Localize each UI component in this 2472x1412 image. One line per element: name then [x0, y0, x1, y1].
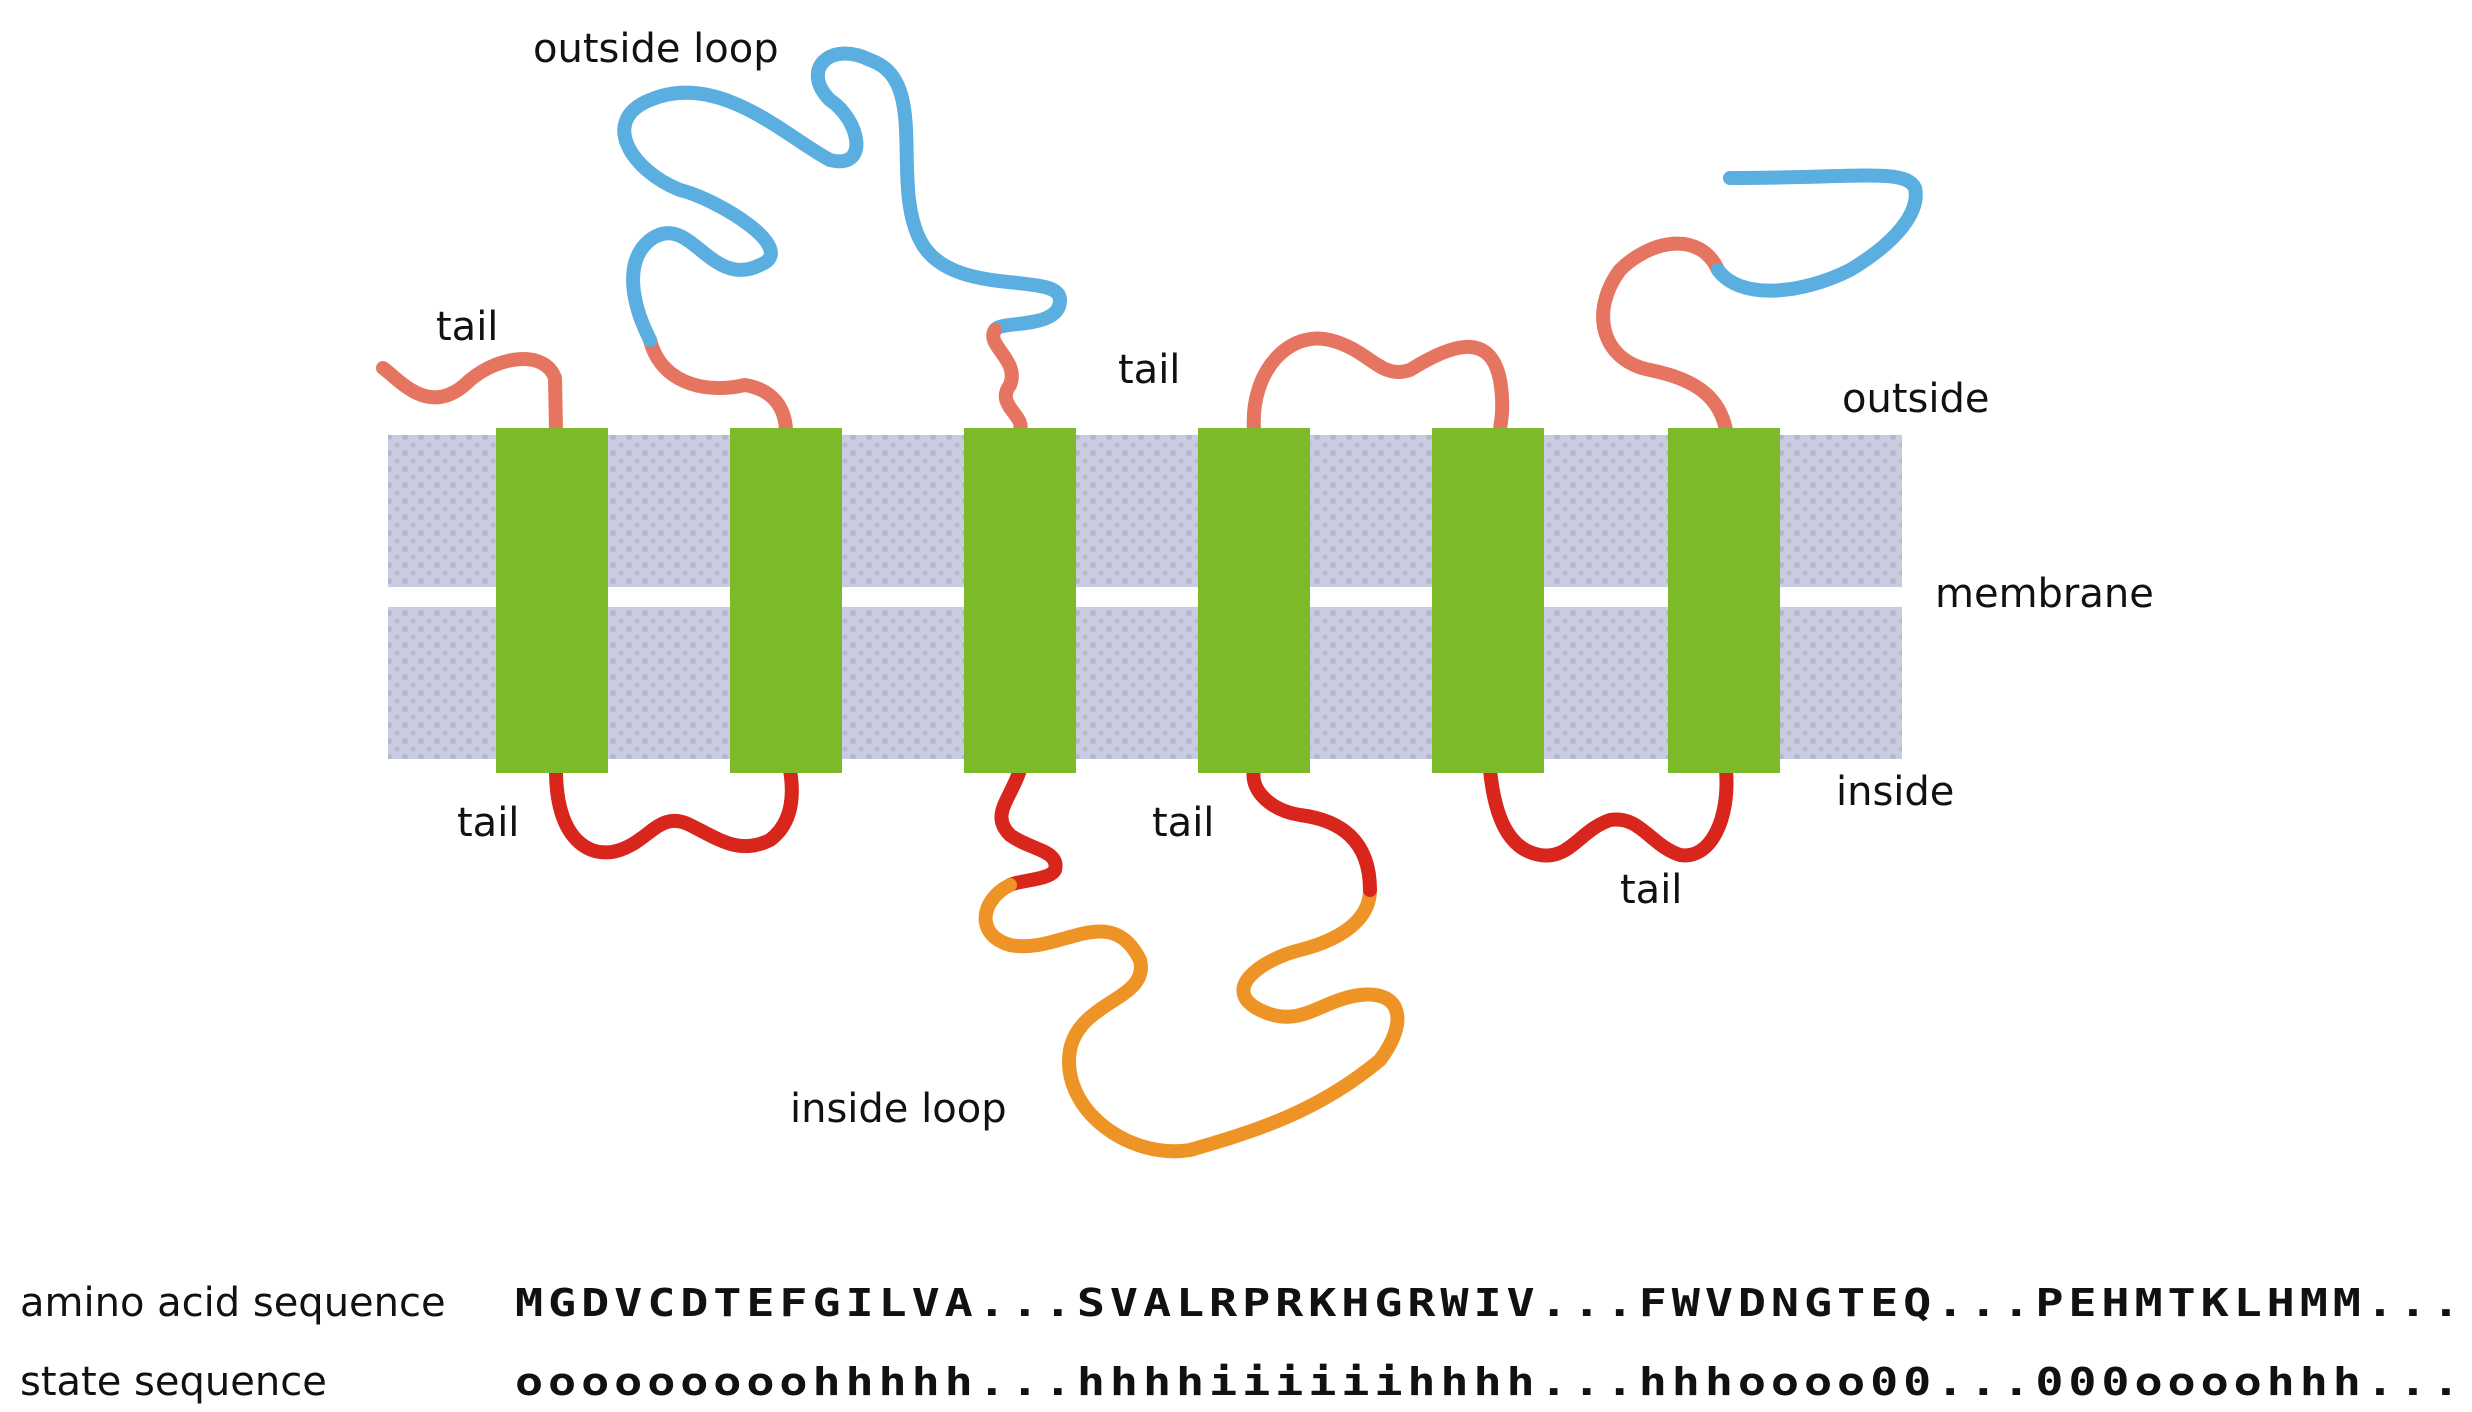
n-terminal-tail	[376, 352, 563, 437]
state-sequence-value: ooooooooohhhhh...hhhhiiiiiihhhh...hhhooo…	[515, 1360, 2465, 1404]
c-terminal-outside-end	[1711, 168, 1923, 298]
tail-label-5: tail	[1620, 867, 1682, 913]
outside-loop-1-tail	[643, 333, 793, 437]
inside-loop-c	[1483, 763, 1734, 863]
outside-loop-1-tail-b	[986, 323, 1028, 437]
outside-loop-2-tail	[1246, 331, 1510, 437]
helix-4	[1198, 428, 1310, 773]
tail-label-1: tail	[436, 304, 498, 350]
tail-label-3: tail	[457, 800, 519, 846]
membrane-label: membrane	[1935, 571, 2154, 617]
helix-6	[1668, 428, 1780, 773]
inside-loop-b	[978, 878, 1405, 1159]
tail-label-4: tail	[1152, 800, 1214, 846]
c-terminal-tail	[1596, 236, 1733, 437]
helix-5	[1432, 428, 1544, 773]
amino-acid-sequence-label: amino acid sequence	[20, 1280, 446, 1326]
inside-loop-b-tail-b	[1246, 763, 1377, 897]
helix-1	[496, 428, 608, 773]
inside-segments	[549, 763, 1734, 1159]
outside-label: outside	[1842, 376, 1989, 422]
inside-loop-label: inside loop	[790, 1086, 1007, 1132]
membrane-upper-leaflet	[388, 435, 1902, 587]
membrane-lower-leaflet	[388, 607, 1902, 759]
inside-loop-a	[549, 763, 799, 860]
outside-loop-1	[617, 46, 1067, 347]
helix-3	[964, 428, 1076, 773]
amino-acid-sequence-value: MGDVCDTEFGILVA...SVALRPRKHGRWIV...FWVDNG…	[515, 1281, 2465, 1325]
inside-loop-b-tail	[994, 763, 1063, 892]
outside-segments	[376, 46, 1923, 437]
helix-2	[730, 428, 842, 773]
transmembrane-helices	[496, 428, 1780, 773]
outside-loop-label: outside loop	[533, 26, 779, 72]
inside-label: inside	[1836, 769, 1954, 815]
membrane-bilayer	[388, 435, 1902, 759]
tail-label-2: tail	[1118, 347, 1180, 393]
state-sequence-label: state sequence	[20, 1359, 327, 1405]
